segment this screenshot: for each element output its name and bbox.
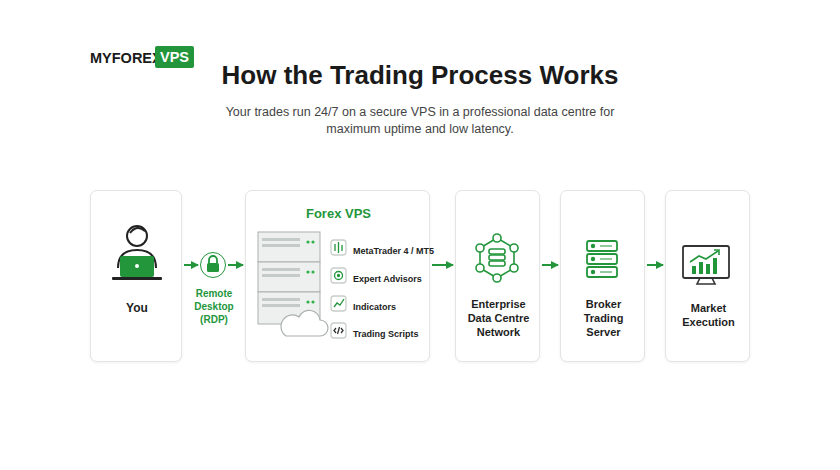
flow-arrow <box>542 264 558 266</box>
server-illustration <box>258 232 328 336</box>
node-label: Forex VPS <box>246 206 431 222</box>
node-label: Market Execution <box>673 301 744 329</box>
server-icon <box>587 241 617 277</box>
item-label: Indicators <box>353 298 396 316</box>
node-label: Broker Trading Server <box>568 297 639 339</box>
process-box: Enterprise Data Centre Network <box>455 190 540 362</box>
item-label: Trading Scripts <box>353 325 419 343</box>
actor-box: You <box>90 190 182 362</box>
network-icon <box>476 234 518 282</box>
item-icons <box>331 240 346 338</box>
item-label: Expert Advisors <box>353 270 422 288</box>
flow-arrow <box>228 264 243 266</box>
node-label: You <box>91 301 183 316</box>
lock-icon <box>207 256 219 272</box>
logo-text: MYFOREX <box>90 49 162 67</box>
process-box: Broker Trading Server <box>560 190 645 362</box>
flow-arrow <box>432 264 453 266</box>
person-icon <box>112 226 162 280</box>
flow-arrow <box>647 264 663 266</box>
diagram-caption: Your trades run 24/7 on a secure VPS in … <box>220 104 620 138</box>
chart-monitor-icon <box>683 246 729 284</box>
process-box: Market Execution <box>665 190 750 362</box>
flow-arrow <box>184 264 198 266</box>
node-label: Enterprise Data Centre Network <box>463 297 534 339</box>
item-label: MetaTrader 4 / MT5 <box>353 242 434 260</box>
logo-badge: VPS <box>155 46 194 68</box>
node-label: Remote Desktop (RDP) <box>181 287 247 326</box>
lock-circle: Remote Desktop (RDP) <box>200 252 226 278</box>
